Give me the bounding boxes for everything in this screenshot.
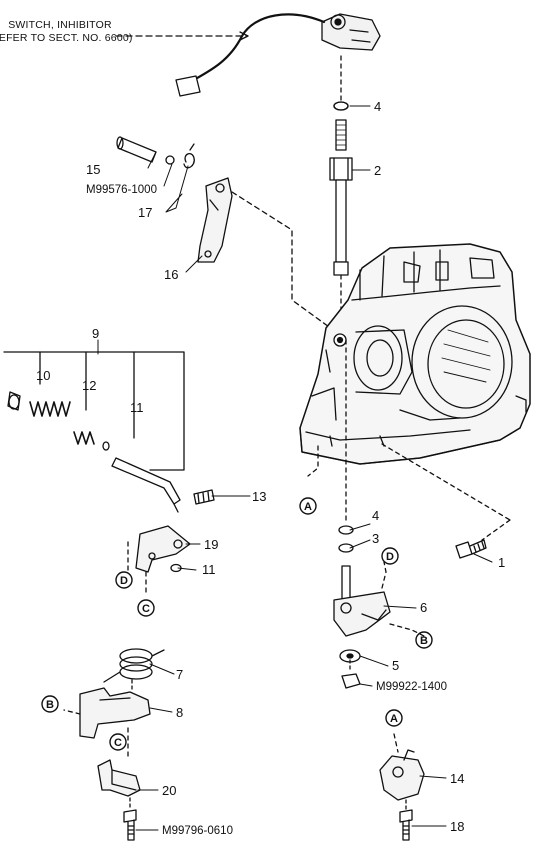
ref-d-lever: D [120,575,128,587]
callout-12: 12 [82,378,96,393]
part-number-m99576: M99576-1000 [86,184,157,196]
ref-a-case: A [304,501,312,513]
inhibitor-switch [175,13,381,97]
lever-plate-19 [135,525,191,573]
bolt-1 [455,539,487,559]
ref-a-bracket: A [390,713,398,725]
callout-18: 18 [450,819,464,834]
o-ring-upper [333,101,349,111]
callout-20: 20 [162,783,176,798]
nut-m99922 [341,673,361,689]
manual-shaft [329,101,353,276]
callout-9: 9 [92,326,99,341]
callout-13: 13 [252,489,266,504]
bracket-14 [379,749,425,801]
callout-6: 6 [420,600,427,615]
ref-c-lever: C [142,603,150,615]
switch-note-line1: SWITCH, INHIBITOR [8,19,112,31]
manual-plate-6 [333,565,391,637]
detent-lever [197,177,233,263]
seal-lower [338,543,354,553]
callout-15: 15 [86,162,100,177]
ref-d-plate: D [386,551,394,563]
ref-b-spring: B [46,699,54,711]
callout-11-upper: 11 [130,400,144,415]
lever-to-case-dashed [231,191,337,333]
detent-ball-assembly [3,351,185,513]
callout-14: 14 [450,771,464,786]
callout-1: 1 [498,555,505,570]
callout-11-lower: 11 [202,562,216,577]
part-number-m99922: M99922-1400 [376,681,447,693]
reference-circles [41,497,433,751]
ref-c-bracket: C [114,737,122,749]
transmission-case [299,243,531,465]
bolt-m99796 [123,809,137,841]
pin [116,136,195,169]
bracket-20 [97,759,141,797]
callout-17: 17 [138,205,152,220]
part-number-m99796: M99796-0610 [162,825,233,837]
callout-16: 16 [164,267,178,282]
o-ring-lower [338,525,354,535]
detent-spring-8 [63,687,151,739]
callout-7: 7 [176,667,183,682]
torsion-spring-7 [103,648,165,683]
callout-4-lower: 4 [372,508,379,523]
callout-10: 10 [36,368,50,383]
callout-3: 3 [372,531,379,546]
callout-8: 8 [176,705,183,720]
callout-19: 19 [204,537,218,552]
retainer-13 [193,489,215,505]
bolt-18 [399,809,413,841]
callout-2: 2 [374,163,381,178]
switch-note-line2: (REFER TO SECT. NO. 6600) [0,32,133,44]
ref-b-plate: B [420,635,428,647]
leader-lines [97,105,493,831]
callout-5: 5 [392,658,399,673]
callout-4-upper: 4 [374,99,381,114]
